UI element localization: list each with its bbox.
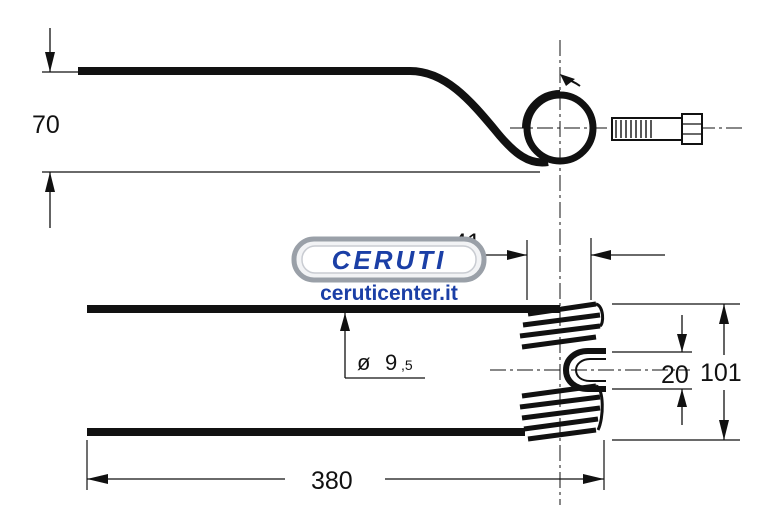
brand-logo-text: CERUTI xyxy=(332,245,447,275)
top-view: ø 41 ø 9 ,5 xyxy=(86,229,742,495)
coil-upper-end xyxy=(595,302,605,328)
dim-9-5-arrowhead xyxy=(340,313,350,331)
dim-70-arrowhead-top xyxy=(45,52,55,72)
bolt xyxy=(611,113,703,145)
dim-9-5-decimal: ,5 xyxy=(401,357,413,373)
coil-upper-windings xyxy=(519,301,601,350)
brand-url: ceruticenter.it xyxy=(320,282,458,305)
dim-20-arrowhead-top xyxy=(677,334,687,352)
rotation-arrow xyxy=(560,74,575,86)
dim-101-label: 101 xyxy=(700,359,742,387)
dim-20-arrowhead-bottom xyxy=(677,389,687,407)
bolt-thread xyxy=(615,120,652,138)
dim-20-label: 20 xyxy=(661,361,689,389)
dim-101-arrowhead-top xyxy=(719,304,729,324)
dim-70-label: 70 xyxy=(32,111,60,139)
dim-380-label: 380 xyxy=(311,467,353,495)
dim-70-arrowhead-bottom xyxy=(45,172,55,192)
dim-9-5-label: 9 xyxy=(385,350,397,375)
dim-380-arrowhead-left xyxy=(87,474,108,484)
ceruti-watermark: CERUTI ceruticenter.it xyxy=(291,236,487,305)
dim-41-arrowhead-left xyxy=(507,250,527,260)
bolt-head xyxy=(681,113,703,145)
tine-profile xyxy=(78,67,549,167)
coil-inner-arc xyxy=(522,90,561,129)
coil-lower-windings xyxy=(519,383,601,442)
dim-41-arrowhead-right xyxy=(591,250,611,260)
dim-101-arrowhead-bottom xyxy=(719,420,729,440)
dim-380-arrowhead-right xyxy=(583,474,604,484)
bolt-shank xyxy=(611,117,683,141)
dim-9-5-diameter-symbol: ø xyxy=(357,350,370,375)
brand-badge-inner xyxy=(301,245,477,274)
side-view: 70 xyxy=(32,28,745,505)
